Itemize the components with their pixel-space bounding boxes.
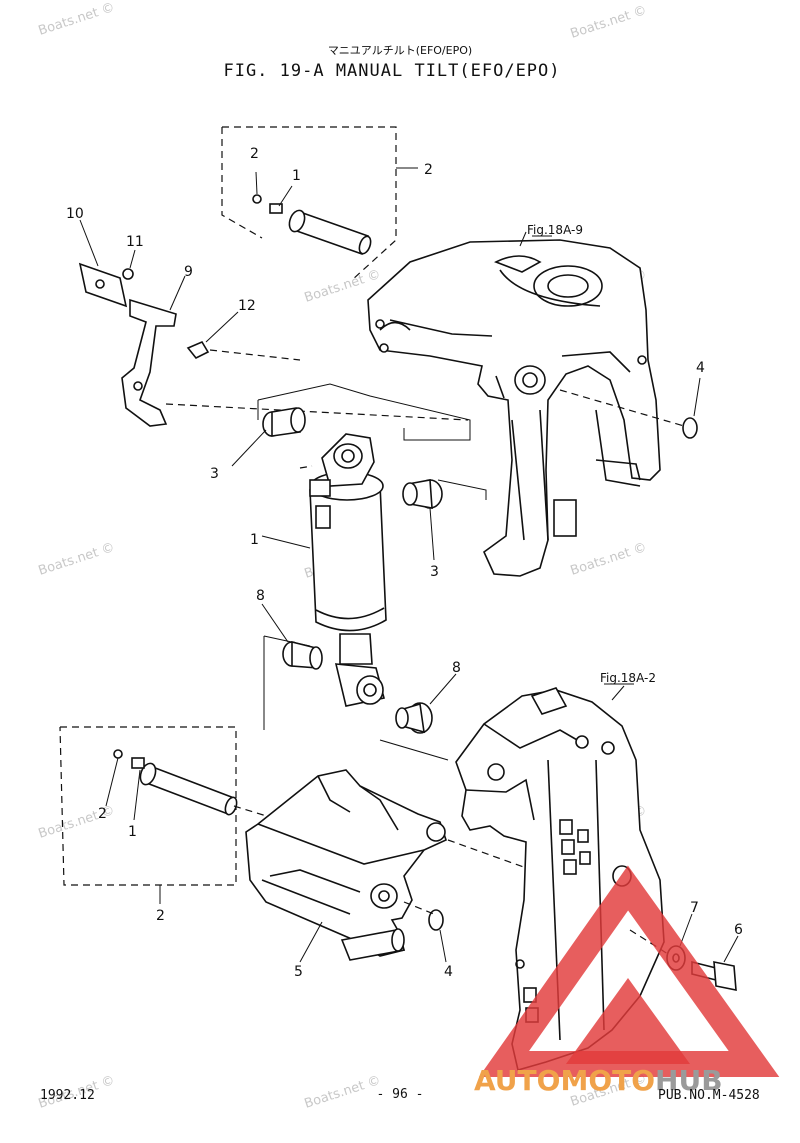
- callout-1: 1: [128, 824, 137, 840]
- subtitle-jp: マニユアルチルト(EFO/EPO): [328, 44, 472, 57]
- callout-1: 1: [250, 532, 259, 548]
- callout-8: 8: [452, 660, 461, 676]
- callouts: 2 1 2 10 11 9 12 4 3 1 3 8 8 2 1 2 7 6 5…: [66, 146, 743, 980]
- callout-5: 5: [294, 964, 303, 980]
- bushings-lower: [261, 603, 457, 761]
- lower-pin-group: [59, 726, 287, 904]
- tilt-frame: [245, 769, 561, 963]
- logo-text: AUTOMOTOHUB: [474, 1064, 723, 1097]
- watermark: Boats.net ©: [37, 0, 117, 39]
- ref-fig-top: Fig.18A-9: [527, 223, 583, 237]
- page-title: FIG. 19-A MANUAL TILT(EFO/EPO): [223, 61, 560, 81]
- callout-7: 7: [690, 900, 699, 916]
- ref-fig-bottom: Fig.18A-2: [600, 671, 656, 685]
- callout-11: 11: [126, 234, 144, 250]
- callout-2: 2: [424, 162, 433, 178]
- callout-3: 3: [210, 466, 219, 482]
- stopper-bracket: [78, 219, 469, 427]
- circlip-upper: [559, 377, 701, 439]
- tilt-cylinder: [261, 433, 387, 707]
- footer-pub: PUB.NO.M-4528: [658, 1088, 760, 1103]
- bushings-upper: [231, 383, 487, 561]
- callout-8: 8: [256, 588, 265, 604]
- callout-10: 10: [66, 206, 84, 222]
- callout-4: 4: [696, 360, 705, 376]
- footer-page: - 96 -: [377, 1087, 424, 1102]
- watermark: Boats.net ©: [37, 540, 117, 579]
- automotohub-logo: AUTOMOTOHUB: [474, 865, 780, 1097]
- callout-9: 9: [184, 264, 193, 280]
- callout-3: 3: [430, 564, 439, 580]
- callout-2: 2: [250, 146, 259, 162]
- callout-2: 2: [98, 806, 107, 822]
- swivel-bracket-top: [367, 231, 661, 577]
- watermark: Boats.net ©: [303, 1073, 383, 1112]
- footer-date: 1992.12: [40, 1088, 95, 1103]
- callout-12: 12: [238, 298, 256, 314]
- callout-4: 4: [444, 964, 453, 980]
- callout-1: 1: [292, 168, 301, 184]
- circlip-lower: [428, 909, 447, 963]
- watermark: Boats.net ©: [569, 540, 649, 579]
- upper-pin-group: [221, 126, 418, 281]
- callout-6: 6: [734, 922, 743, 938]
- watermark: Boats.net ©: [569, 3, 649, 42]
- callout-2: 2: [156, 908, 165, 924]
